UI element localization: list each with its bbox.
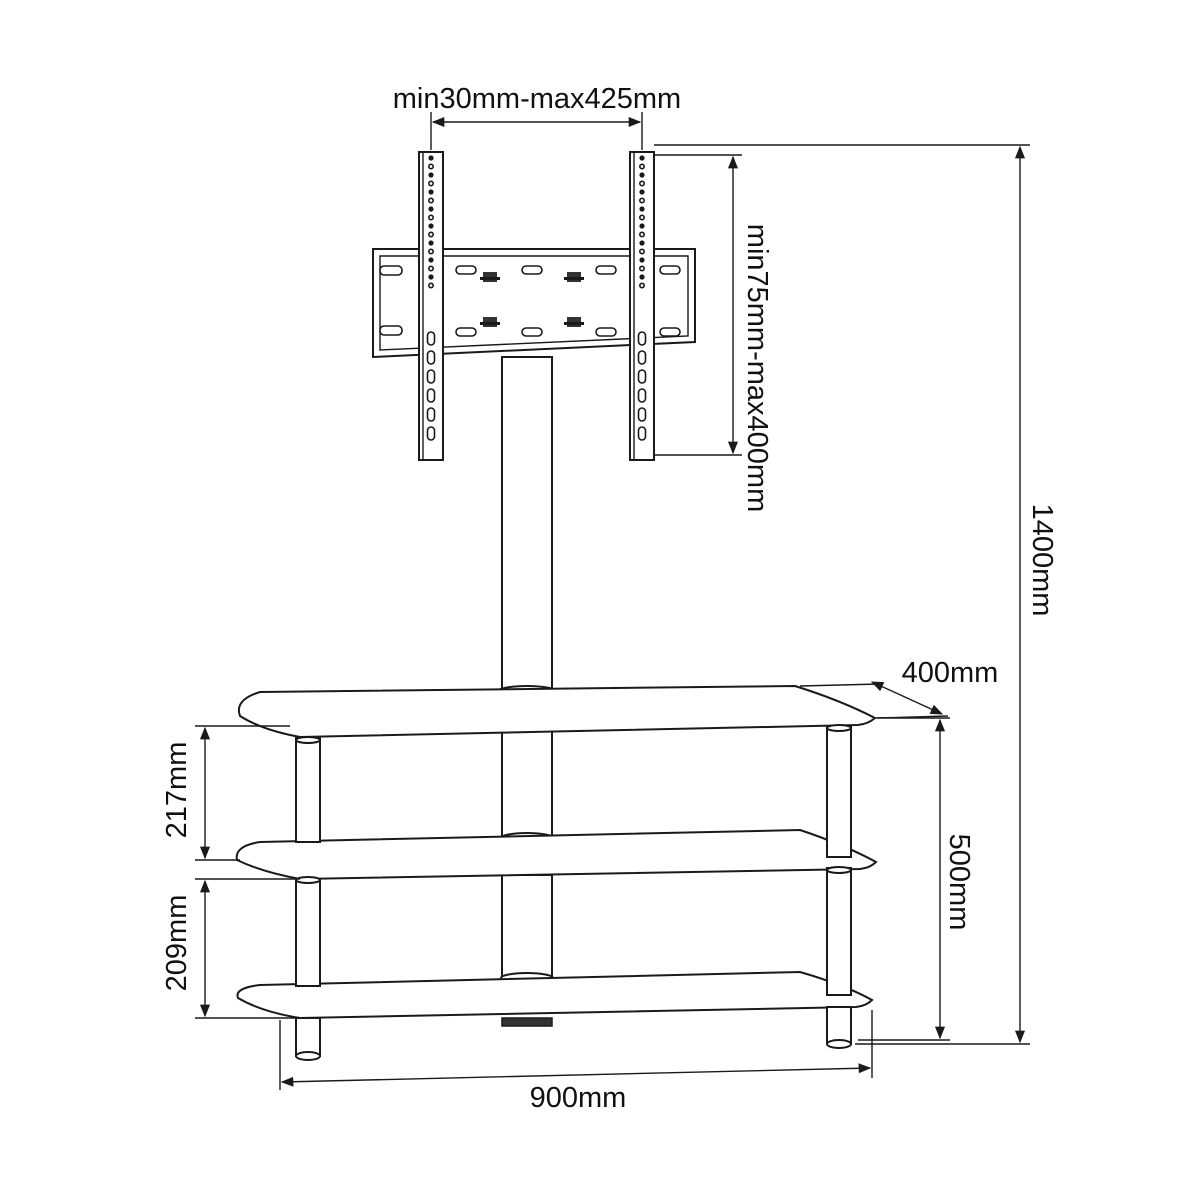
total-height-dimension	[654, 144, 1030, 1045]
shelf-height-label: 500mm	[943, 834, 975, 931]
bracket-hole	[427, 231, 434, 238]
screw-icon	[564, 272, 584, 282]
bracket-height-label: min75mm-max400mm	[741, 224, 773, 512]
top-shelf	[238, 684, 877, 739]
screw-icon	[480, 317, 500, 327]
screw-icon	[564, 317, 584, 327]
bracket-slot	[426, 388, 436, 403]
bracket-hole	[427, 163, 434, 170]
bracket-slot	[637, 426, 647, 441]
bracket-slot	[426, 369, 436, 384]
screw-icon	[480, 272, 500, 282]
upper-gap-dimension	[195, 725, 290, 861]
bracket-slot	[426, 331, 436, 346]
bracket-hole	[427, 214, 434, 221]
bracket-hole	[428, 240, 434, 246]
width-dimension	[279, 1010, 873, 1090]
bracket-hole	[639, 223, 645, 229]
bracket-hole	[639, 172, 645, 178]
legs	[295, 724, 852, 1061]
bracket-slot	[637, 331, 647, 346]
bracket-hole	[428, 257, 434, 263]
bracket-hole	[428, 206, 434, 212]
bracket-hole	[638, 248, 645, 255]
bracket-slot	[426, 350, 436, 365]
bracket-hole	[639, 274, 645, 280]
shelf-height-dimension	[858, 717, 950, 1041]
depth-label: 400mm	[902, 657, 999, 689]
bracket-hole	[427, 282, 434, 289]
bracket-slot	[637, 388, 647, 403]
total-height-label: 1400mm	[1026, 504, 1058, 617]
bracket-hole	[638, 180, 645, 187]
bracket-hole	[639, 240, 645, 246]
bracket-width-label: min30mm-max425mm	[393, 83, 681, 115]
bracket-hole	[427, 180, 434, 187]
bracket-slot	[637, 350, 647, 365]
bracket-slot	[426, 407, 436, 422]
bracket-slot	[426, 426, 436, 441]
upper-gap-label: 217mm	[161, 742, 193, 839]
bracket-hole	[639, 257, 645, 263]
bracket-hole	[638, 163, 645, 170]
mounting-plate	[372, 248, 696, 359]
bracket-hole	[427, 197, 434, 204]
bracket-slot	[637, 407, 647, 422]
bracket-hole	[427, 248, 434, 255]
bracket-hole	[428, 223, 434, 229]
lower-gap-dimension	[195, 878, 300, 1019]
bracket-hole	[639, 155, 645, 161]
bracket-hole	[428, 189, 434, 195]
lower-gap-label: 209mm	[161, 895, 193, 992]
bracket-height-dimension	[654, 154, 742, 456]
middle-shelf	[235, 828, 878, 881]
bracket-width-dimension	[430, 112, 643, 150]
bracket-hole	[638, 265, 645, 272]
bracket-hole	[639, 189, 645, 195]
bracket-hole	[638, 197, 645, 204]
bracket-hole	[427, 265, 434, 272]
bracket-holes	[426, 155, 647, 441]
bracket-slot	[637, 369, 647, 384]
bracket-hole	[639, 206, 645, 212]
bracket-hole	[638, 282, 645, 289]
bracket-hole	[638, 214, 645, 221]
bracket-hole	[428, 155, 434, 161]
bracket-hole	[428, 172, 434, 178]
bracket-hole	[428, 274, 434, 280]
bottom-shelf	[236, 970, 874, 1020]
width-label: 900mm	[530, 1082, 627, 1114]
bracket-hole	[638, 231, 645, 238]
